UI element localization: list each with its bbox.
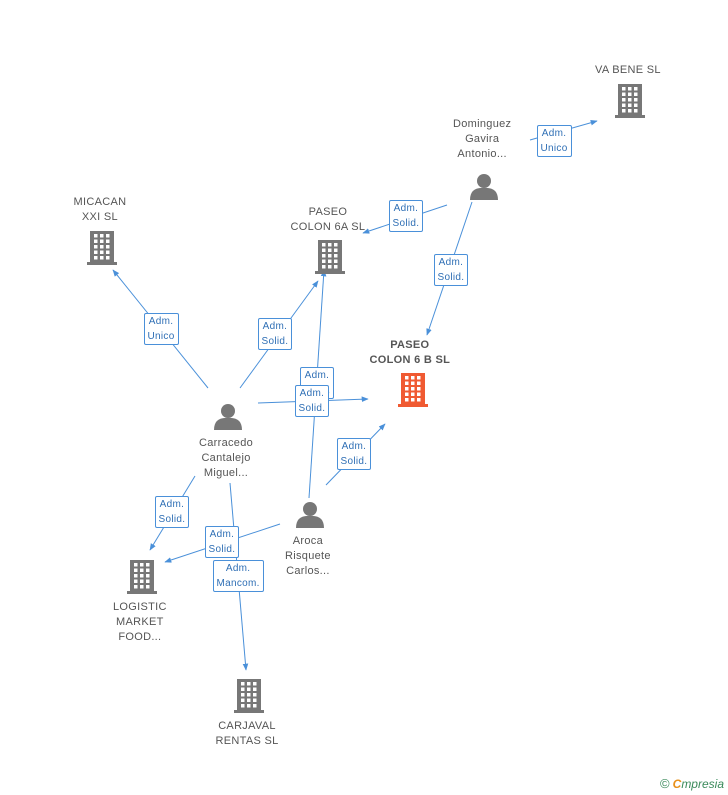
building-icon[interactable] — [234, 679, 264, 713]
node-label-line: Carracedo — [199, 437, 254, 449]
role-badge-line: Mancom. — [216, 578, 260, 589]
role-badge[interactable]: Adm. Solid. — [388, 200, 424, 232]
building-icon[interactable] — [315, 240, 345, 274]
role-badge-line: Adm. — [148, 316, 174, 327]
node-label-paseo6b[interactable]: PASEO COLON 6 B SL — [370, 338, 451, 368]
node-label-line: FOOD... — [118, 631, 162, 643]
node-label-line: Carlos... — [286, 565, 330, 577]
node-label-line: Cantalejo — [201, 452, 251, 464]
node-label-carjaval[interactable]: CARJAVAL RENTAS SL — [216, 719, 279, 749]
role-badge[interactable]: Adm. Solid. — [294, 385, 330, 417]
node-label-line: Risquete — [285, 550, 331, 562]
role-badge-line: Adm. — [393, 203, 419, 214]
brand-name: mpresia — [681, 777, 724, 791]
node-label-logistic[interactable]: LOGISTIC MARKET FOOD... — [113, 600, 167, 645]
role-badge[interactable]: Adm. Solid. — [204, 526, 240, 558]
role-badge[interactable]: Adm. Mancom. — [212, 560, 264, 592]
node-label-line: Dominguez — [453, 118, 512, 130]
role-badge-line: Unico — [540, 143, 568, 154]
role-badge-line: Solid. — [392, 218, 420, 229]
person-icon[interactable] — [470, 174, 498, 200]
node-label-line: XXI SL — [81, 211, 118, 223]
building-icon[interactable] — [87, 231, 117, 265]
person-icon[interactable] — [296, 502, 324, 528]
node-label-line: Miguel... — [203, 467, 249, 479]
role-badge-line: Adm. — [225, 563, 251, 574]
role-badge-line: Solid. — [437, 272, 465, 283]
node-label-line: PASEO — [308, 206, 348, 218]
node-label-line: MICACAN — [73, 196, 127, 208]
node-label-micacan[interactable]: MICACAN XXI SL — [74, 195, 127, 225]
role-badge-line: Solid. — [208, 544, 236, 555]
person-icon[interactable] — [214, 404, 242, 430]
role-badge-line: Adm. — [262, 321, 288, 332]
node-label-line: Antonio... — [457, 148, 507, 160]
building-icon[interactable] — [127, 560, 157, 594]
role-badge[interactable]: Adm. Solid. — [154, 496, 190, 528]
role-badge-line: Adm. — [209, 529, 235, 540]
role-badge-line: Adm. — [159, 499, 185, 510]
role-badge-line: Solid. — [158, 514, 186, 525]
role-badge-line: Solid. — [261, 336, 289, 347]
node-label-line: PASEO — [390, 339, 430, 351]
role-badge-line: Adm. — [438, 257, 464, 268]
role-badge[interactable]: Adm. Solid. — [257, 318, 293, 350]
focus-building-icon[interactable] — [398, 373, 428, 407]
node-label-line: Aroca — [292, 535, 324, 547]
building-icon[interactable] — [615, 84, 645, 118]
node-label-line: Gavira — [465, 133, 500, 145]
node-label-line: CARJAVAL — [218, 720, 276, 732]
role-badge-line: Adm. — [299, 388, 325, 399]
node-label-vabene[interactable]: VA BENE SL — [595, 63, 661, 78]
node-label-paseo6a[interactable]: PASEO COLON 6A SL — [291, 205, 366, 235]
copyright-symbol: © — [660, 776, 670, 791]
role-badge[interactable]: Adm. Unico — [536, 125, 572, 157]
role-badge[interactable]: Adm. Solid. — [433, 254, 469, 286]
node-label-line: COLON 6 B SL — [369, 354, 451, 366]
node-label-line: RENTAS SL — [215, 735, 279, 747]
brand-initial: C — [672, 777, 682, 791]
role-badge-line: Solid. — [298, 403, 326, 414]
role-badge-line: Solid. — [340, 456, 368, 467]
empresia-logo[interactable]: ©Cmpresia — [660, 776, 724, 791]
node-label-line: VA BENE SL — [595, 64, 661, 76]
node-label-line: COLON 6A SL — [290, 221, 366, 233]
role-badge-line: Unico — [147, 331, 175, 342]
role-badge-line: Adm. — [541, 128, 567, 139]
role-badge-line: Adm. — [341, 441, 367, 452]
node-label-line: LOGISTIC — [113, 601, 167, 613]
role-badge[interactable]: Adm. Unico — [143, 313, 179, 345]
role-badge-line: Adm. — [304, 370, 330, 381]
role-badge[interactable]: Adm. Solid. — [336, 438, 372, 470]
node-label-line: MARKET — [116, 616, 164, 628]
